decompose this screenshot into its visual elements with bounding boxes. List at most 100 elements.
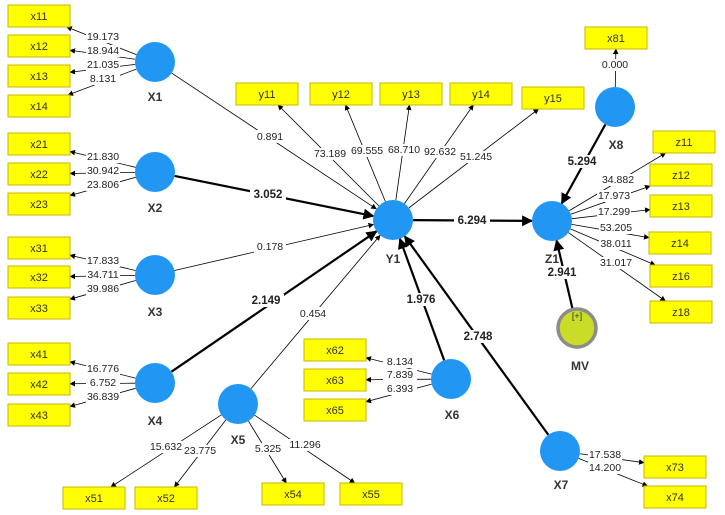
indicator-box-x81[interactable] xyxy=(584,26,648,50)
indicator-box-z13[interactable] xyxy=(649,194,713,218)
indicator-label-x65: x65 xyxy=(326,405,344,417)
indicator-box-y14[interactable] xyxy=(449,82,513,106)
construct-node-Z1[interactable] xyxy=(532,201,572,241)
indicator-box-y11[interactable] xyxy=(235,82,299,106)
loading-label-bg-y14 xyxy=(423,146,457,158)
path-coefficient-X6-Y1: 1.976 xyxy=(407,294,436,306)
indicator-box-x52[interactable] xyxy=(134,486,198,510)
loading-value-x22: 30.942 xyxy=(87,165,119,177)
indicator-box-x31[interactable] xyxy=(7,236,71,260)
construct-node-MV[interactable] xyxy=(556,307,598,349)
loading-value-x31: 17.833 xyxy=(87,255,119,267)
loading-value-x32: 34.711 xyxy=(87,269,118,281)
construct-node-X2[interactable] xyxy=(135,152,175,192)
indicator-box-x65[interactable] xyxy=(303,398,367,422)
loading-label-bg-z11 xyxy=(601,174,635,186)
construct-label-X6: X6 xyxy=(445,408,460,422)
path-coefficient-X7-Y1: 2.748 xyxy=(464,331,493,343)
indicator-box-z16[interactable] xyxy=(649,264,713,288)
construct-node-X4[interactable] xyxy=(135,363,175,403)
loading-label-bg-x51 xyxy=(149,441,183,453)
indicator-box-z18[interactable] xyxy=(649,300,713,324)
path-coefficient-X8-Z1: 5.294 xyxy=(568,156,597,168)
indicator-box-z14[interactable] xyxy=(648,231,712,255)
indicator-box-z12[interactable] xyxy=(649,163,713,187)
indicator-label-y15: y15 xyxy=(544,93,562,105)
loading-label-bg-x74 xyxy=(588,462,622,474)
construct-node-Y1[interactable] xyxy=(373,200,413,240)
loading-value-z16: 38.011 xyxy=(600,238,631,250)
indicator-box-y15[interactable] xyxy=(521,86,585,110)
construct-node-X6[interactable] xyxy=(431,359,471,399)
loading-label-bg-x81 xyxy=(598,59,632,71)
construct-node-X8[interactable] xyxy=(595,87,635,127)
loading-value-x55: 11.296 xyxy=(289,439,320,451)
loading-value-z13: 17.299 xyxy=(598,206,630,218)
construct-node-X1[interactable] xyxy=(135,42,175,82)
indicator-box-x22[interactable] xyxy=(7,162,71,186)
indicator-box-x13[interactable] xyxy=(7,64,71,88)
loading-label-bg-y12 xyxy=(350,145,384,157)
construct-label-MV: MV xyxy=(571,359,589,373)
loading-value-y15: 51.245 xyxy=(460,151,492,163)
construct-label-X4: X4 xyxy=(148,414,163,428)
indicator-box-x11[interactable] xyxy=(7,4,71,28)
construct-node-X7[interactable] xyxy=(540,431,580,471)
loading-label-bg-x73 xyxy=(588,449,622,461)
loading-label-bg-x13 xyxy=(86,59,120,71)
construct-node-X3[interactable] xyxy=(135,255,175,295)
indicator-box-x74[interactable] xyxy=(643,485,707,509)
indicator-box-x14[interactable] xyxy=(7,94,71,118)
loading-value-x13: 21.035 xyxy=(87,59,119,71)
path-label-bg-X2-Y1 xyxy=(250,188,286,201)
indicator-box-x55[interactable] xyxy=(339,482,403,506)
indicator-box-x43[interactable] xyxy=(7,403,71,427)
edge-labels-layer: 19.17318.94421.0358.13121.83030.94223.80… xyxy=(86,31,635,474)
indicator-box-x54[interactable] xyxy=(261,482,325,506)
loading-label-bg-z18 xyxy=(599,257,633,269)
indicator-box-x33[interactable] xyxy=(7,296,71,320)
loading-label-bg-x23 xyxy=(86,179,120,191)
construct-label-X8: X8 xyxy=(609,138,624,152)
indicator-box-x73[interactable] xyxy=(643,455,707,479)
indicator-label-x21: x21 xyxy=(30,139,48,151)
indicator-label-z11: z11 xyxy=(676,137,693,149)
indicator-box-x51[interactable] xyxy=(62,486,126,510)
indicator-box-x63[interactable] xyxy=(303,368,367,392)
indicator-box-y12[interactable] xyxy=(309,82,373,106)
indicator-box-x41[interactable] xyxy=(7,342,71,366)
loading-label-bg-z16 xyxy=(599,238,633,250)
loading-label-bg-x41 xyxy=(86,363,120,375)
indicator-label-y12: y12 xyxy=(332,89,350,101)
loading-value-z14: 53.205 xyxy=(600,222,632,234)
loading-value-x41: 16.776 xyxy=(87,363,119,375)
indicator-box-x21[interactable] xyxy=(7,132,71,156)
construct-label-X5: X5 xyxy=(231,433,246,447)
loading-value-x42: 6.752 xyxy=(90,377,116,389)
indicator-label-z13: z13 xyxy=(672,201,690,213)
indicator-box-x32[interactable] xyxy=(7,265,71,289)
construct-node-X5[interactable] xyxy=(218,384,258,424)
construct-label-X7: X7 xyxy=(554,478,569,492)
path-label-bg-X1-Y1 xyxy=(254,130,286,143)
construct-label-Z1: Z1 xyxy=(545,252,559,266)
indicator-label-x22: x22 xyxy=(30,169,48,181)
indicator-box-x42[interactable] xyxy=(7,372,71,396)
indicator-box-x23[interactable] xyxy=(7,192,71,216)
loading-label-bg-x54 xyxy=(251,443,285,455)
indicator-label-x62: x62 xyxy=(326,345,344,357)
indicator-box-z11[interactable] xyxy=(652,130,716,154)
indicator-box-x62[interactable] xyxy=(303,338,367,362)
path-coefficient-X4-Y1: 2.149 xyxy=(252,295,281,307)
indicator-box-y13[interactable] xyxy=(379,82,443,106)
indicator-label-x23: x23 xyxy=(30,199,48,211)
indicator-box-x12[interactable] xyxy=(7,34,71,58)
loading-label-bg-z14 xyxy=(599,222,633,234)
loading-label-bg-x21 xyxy=(86,151,120,163)
loading-label-bg-x12 xyxy=(86,45,120,57)
path-label-bg-X6-Y1 xyxy=(403,293,439,306)
loading-label-bg-z13 xyxy=(597,206,631,218)
loading-label-bg-x14 xyxy=(86,73,120,85)
loading-value-x12: 18.944 xyxy=(87,45,119,57)
indicator-label-x31: x31 xyxy=(30,243,48,255)
